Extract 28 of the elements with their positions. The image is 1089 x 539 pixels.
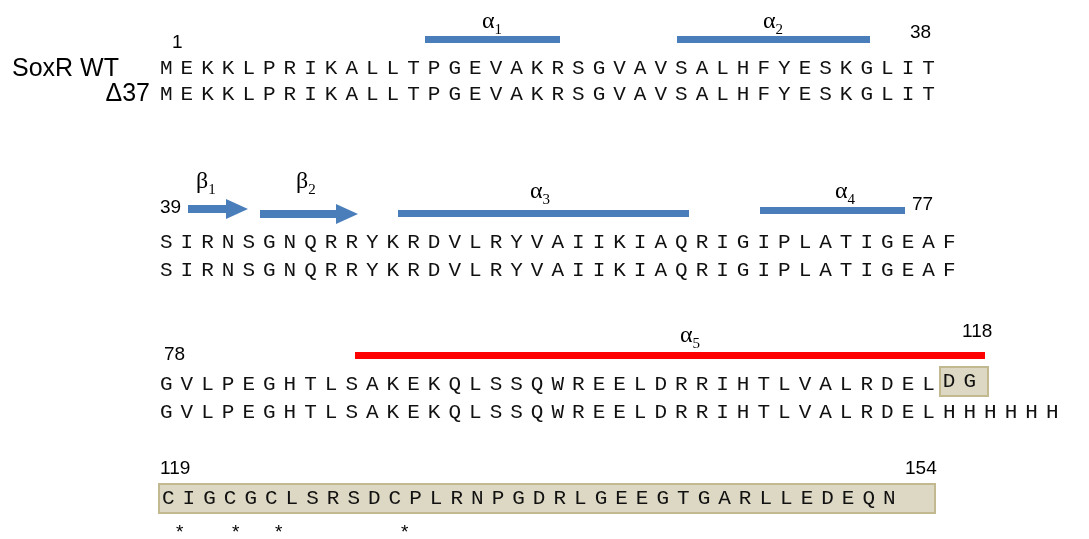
structure-label: α$_{2}$ xyxy=(763,8,784,37)
structure-label: α$_{5}$ xyxy=(680,322,701,351)
sequence-text: SIRNSGNQRRYKRDVLRYVAIIKIAQRIGIPLATIGEAF xyxy=(160,232,964,253)
residue-number: 1 xyxy=(172,32,183,51)
structure-label: β$_{1}$ xyxy=(196,168,216,197)
residue-number: 78 xyxy=(164,344,186,363)
residue-number: 119 xyxy=(160,458,191,477)
sequence-text: MEKKLPRIKALLTPGEVAKRSGVAVSALHFYESKGLIT xyxy=(160,84,943,105)
structure-label: α$_{1}$ xyxy=(482,8,503,37)
residue-number: 154 xyxy=(905,458,937,477)
asterisk-mark: * xyxy=(176,522,184,539)
highlighted-sequence: DG xyxy=(938,366,989,397)
residue-number: 38 xyxy=(910,22,932,41)
residue-number: 77 xyxy=(912,194,934,213)
row-label: Δ37 xyxy=(105,80,150,105)
residue-number: 39 xyxy=(160,197,182,216)
sequence-text: SIRNSGNQRRYKRDVLRYVAIIKIAQRIGIPLATIGEAF xyxy=(160,260,964,281)
highlighted-sequence: CIGCGCLSRSDCPLRNPGDRLGEEGTGARLLEDEQN xyxy=(158,483,936,514)
structure-label: α$_{4}$ xyxy=(835,178,856,207)
asterisk-mark: * xyxy=(275,522,283,539)
sequence-text: MEKKLPRIKALLTPGEVAKRSGVAVSALHFYESKGLIT xyxy=(160,58,943,79)
asterisk-mark: * xyxy=(232,522,240,539)
asterisk-mark: * xyxy=(401,522,409,539)
sequence-text: GVLPEGHTLSAKEKQLSSQWREELDRRIHTLVALRDELHHHHHH xyxy=(160,402,1067,423)
structure-label: β$_{2}$ xyxy=(296,168,316,197)
residue-number: 118 xyxy=(962,321,993,340)
structure-label: α$_{3}$ xyxy=(530,178,551,207)
row-label: SoxR WT xyxy=(12,55,119,80)
